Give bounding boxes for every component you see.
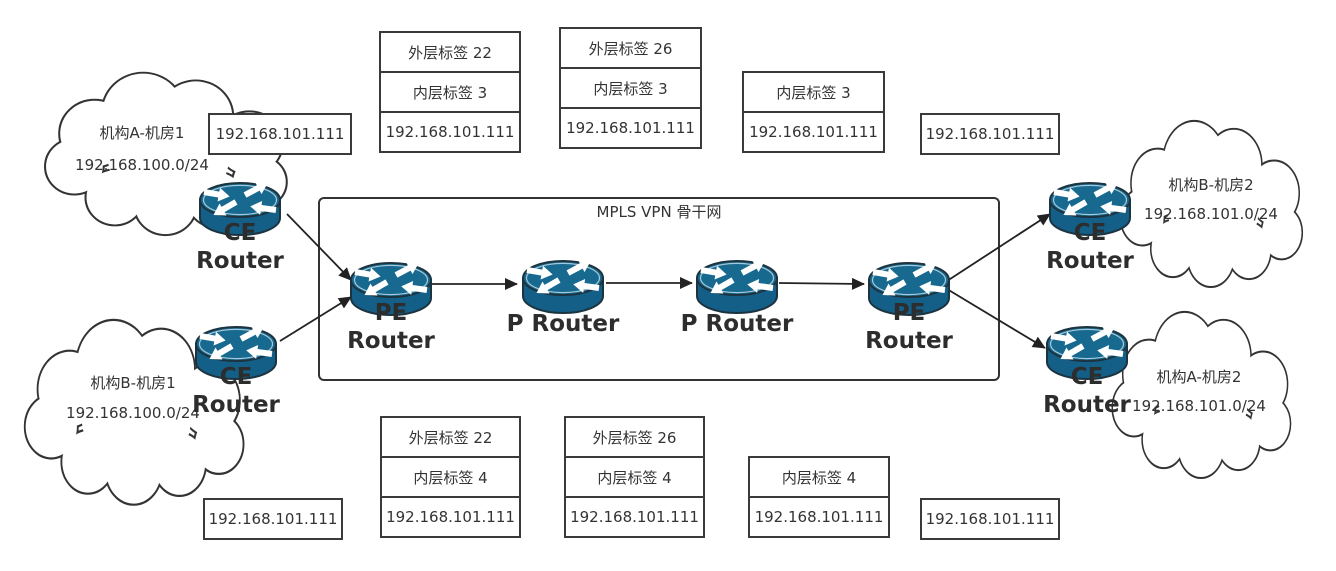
- router-label-line2: Router: [347, 328, 435, 354]
- label-row: 192.168.101.111: [379, 111, 521, 153]
- label-row: 192.168.101.111: [203, 498, 343, 540]
- label-row: 192.168.101.111: [564, 496, 705, 538]
- label-row: 192.168.101.111: [559, 107, 702, 149]
- label-box-top-2: 外层标签 22 内层标签 3 192.168.101.111: [379, 31, 521, 153]
- router-label-line1: CE: [1070, 364, 1104, 390]
- label-row: 内层标签 3: [379, 71, 521, 113]
- label-row: 192.168.101.111: [742, 111, 885, 153]
- cloud-subnet-a2: 192.168.101.0/24: [1132, 397, 1266, 415]
- router-label-line2: Router: [1046, 248, 1134, 274]
- router-label-p-1: P Router: [478, 310, 648, 338]
- router-icon-p-1: [521, 254, 605, 316]
- router-label-ce-a2: CE Router: [1002, 363, 1172, 419]
- label-box-bottom-4: 内层标签 4 192.168.101.111: [748, 456, 890, 538]
- connection-arrow-pe-ceb2: [946, 213, 1051, 282]
- label-box-top-5: 192.168.101.111: [920, 113, 1060, 155]
- router-label-ce-b2: CE Router: [1005, 219, 1175, 275]
- cloud-subnet-b2: 192.168.101.0/24: [1144, 205, 1278, 223]
- label-row: 外层标签 26: [564, 416, 705, 458]
- router-label-line1: P Router: [506, 311, 620, 337]
- cloud-subnet-b1: 192.168.100.0/24: [66, 404, 200, 422]
- backbone-title: MPLS VPN 骨干网: [596, 203, 722, 221]
- label-row: 192.168.101.111: [380, 496, 521, 538]
- router-label-line1: PE: [892, 300, 926, 326]
- router-label-ce-b1: CE Router: [151, 363, 321, 419]
- cloud-name-b2: 机构B-机房2: [1168, 176, 1254, 194]
- router-label-line2: Router: [1043, 392, 1131, 418]
- label-box-top-1: 192.168.101.111: [208, 113, 352, 155]
- cloud-name-a2: 机构A-机房2: [1156, 368, 1242, 386]
- cloud-name-a1: 机构A-机房1: [99, 124, 185, 142]
- label-row: 内层标签 3: [742, 71, 885, 113]
- label-row: 192.168.101.111: [920, 498, 1060, 540]
- label-box-top-4: 内层标签 3 192.168.101.111: [742, 71, 885, 153]
- label-row: 内层标签 4: [564, 456, 705, 498]
- router-icon-p-2: [695, 254, 779, 316]
- label-row: 外层标签 26: [559, 27, 702, 69]
- label-row: 192.168.101.111: [208, 113, 352, 155]
- backbone-box: [318, 197, 1000, 381]
- router-label-line1: PE: [374, 300, 408, 326]
- cloud-subnet-a1: 192.168.100.0/24: [75, 156, 209, 174]
- label-row: 192.168.101.111: [748, 496, 890, 538]
- router-label-line2: Router: [196, 248, 284, 274]
- connection-arrow-ceb1-pe: [279, 296, 352, 342]
- label-box-bottom-2: 外层标签 22 内层标签 4 192.168.101.111: [380, 416, 521, 538]
- label-row: 外层标签 22: [380, 416, 521, 458]
- router-label-line1: CE: [219, 364, 253, 390]
- router-label-line2: Router: [865, 328, 953, 354]
- cloud-name-b1: 机构B-机房1: [90, 374, 176, 392]
- label-row: 内层标签 4: [380, 456, 521, 498]
- connection-arrow-pe-cea2: [946, 288, 1046, 349]
- label-row: 192.168.101.111: [920, 113, 1060, 155]
- router-label-line1: CE: [223, 220, 257, 246]
- router-label-pe-left: PE Router: [306, 299, 476, 355]
- router-label-ce-a1: CE Router: [155, 219, 325, 275]
- label-row: 内层标签 3: [559, 67, 702, 109]
- router-label-line1: CE: [1073, 220, 1107, 246]
- connection-arrow-cea1-pe: [286, 213, 352, 281]
- label-box-top-3: 外层标签 26 内层标签 3 192.168.101.111: [559, 27, 702, 149]
- router-label-pe-right: PE Router: [824, 299, 994, 355]
- router-label-line2: Router: [192, 392, 280, 418]
- label-box-bottom-1: 192.168.101.111: [203, 498, 343, 540]
- label-row: 内层标签 4: [748, 456, 890, 498]
- router-label-line1: P Router: [680, 311, 794, 337]
- connection-arrow-p2-pe: [778, 277, 865, 290]
- label-box-bottom-5: 192.168.101.111: [920, 498, 1060, 540]
- label-box-bottom-3: 外层标签 26 内层标签 4 192.168.101.111: [564, 416, 705, 538]
- label-row: 外层标签 22: [379, 31, 521, 73]
- router-label-p-2: P Router: [652, 310, 822, 338]
